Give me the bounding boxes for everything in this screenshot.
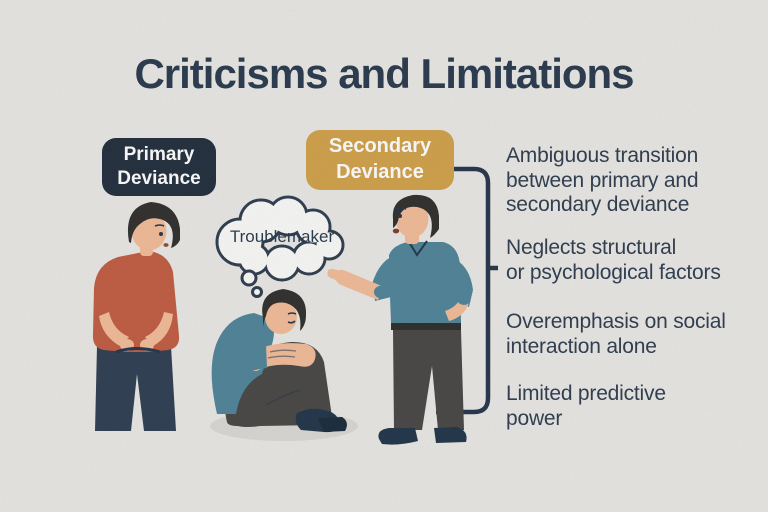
- thought-bubble-text: Troublemaker: [229, 227, 335, 246]
- bubble-trail-dot: [240, 269, 258, 287]
- criticism-item: Overemphasis on social interaction alone: [506, 310, 726, 358]
- criticism-item: Ambiguous transition between primary and…: [506, 144, 699, 217]
- eye: [398, 214, 402, 218]
- badge-secondary-line2: Deviance: [336, 161, 424, 183]
- badge-secondary-line1: Secondary: [328, 135, 432, 158]
- criticisms-list: Ambiguous transition between primary and…: [506, 0, 768, 512]
- person-shoplifting-illustration: [92, 202, 180, 431]
- person-sitting-sad-illustration: [211, 289, 347, 433]
- badge-primary-line2: Deviance: [117, 168, 201, 189]
- criticism-item: Limited predictive power: [506, 382, 666, 430]
- talking-mouth: [392, 228, 400, 234]
- badge-secondary-deviance: Secondary Deviance: [306, 130, 454, 190]
- bubble-trail-dot: [251, 286, 263, 298]
- badge-primary-line1: Primary: [123, 143, 195, 165]
- criticism-item: Neglects structural or psychological fac…: [506, 236, 721, 284]
- eye: [159, 232, 163, 236]
- badge-primary-deviance: Primary Deviance: [102, 138, 216, 196]
